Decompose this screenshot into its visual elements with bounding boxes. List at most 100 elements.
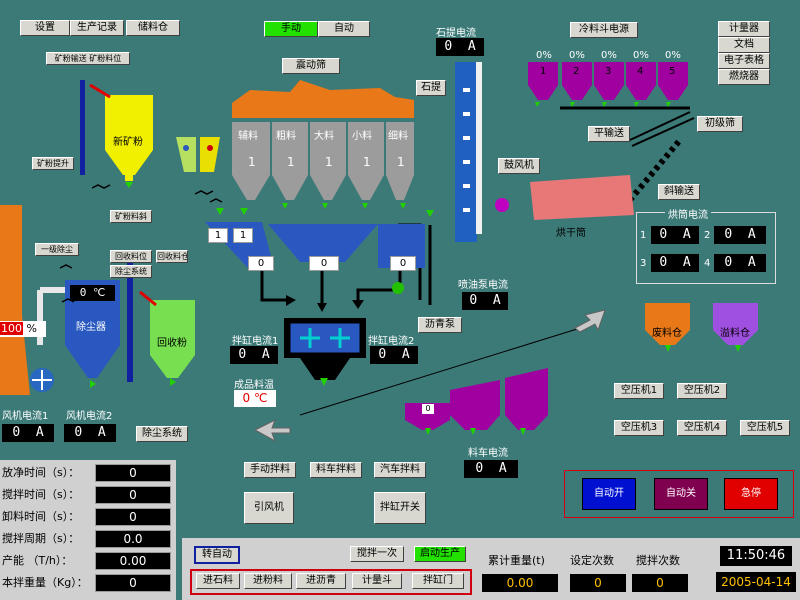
hopper-number: 3 — [605, 66, 612, 77]
bin-label: 辅料 — [238, 131, 258, 142]
unit: A — [35, 425, 44, 440]
emergency-stop-button[interactable]: 急停 — [724, 478, 778, 510]
manual-mode-button[interactable]: 手动 — [264, 21, 318, 37]
mineral-powder-inclined-label[interactable]: 矿粉料斜 — [110, 210, 152, 223]
bin-label: 粗料 — [276, 131, 296, 142]
percent-box: 100 % — [0, 321, 46, 337]
value: 0 — [378, 347, 387, 362]
document-menu-button[interactable]: 文档 — [718, 37, 770, 53]
hopper-number: 1 — [540, 66, 547, 77]
flat-conveyor-button[interactable]: 平输送 — [588, 126, 630, 142]
vibrating-screen-button[interactable]: 震动筛 — [282, 58, 340, 74]
air-compressor-4-button[interactable]: 空压机4 — [677, 420, 727, 436]
induced-fan-button[interactable]: 鼓风机 — [498, 158, 540, 174]
waste-bin-label: 废料仓 — [652, 328, 682, 339]
set-count-label: 设定次数 — [570, 554, 614, 567]
initial-screen-button[interactable]: 初级筛 — [697, 116, 743, 132]
unit: ℃ — [92, 286, 106, 299]
dryer-current-3: 0 A — [651, 254, 699, 272]
start-production-button[interactable]: 启动生产 — [414, 546, 466, 562]
air-compressor-1-button[interactable]: 空压机1 — [614, 383, 664, 399]
unit: A — [401, 347, 410, 362]
production-log-button[interactable]: 生产记录 — [70, 20, 124, 36]
switch-auto-button[interactable]: 转自动 — [194, 546, 240, 564]
recycled-level-label[interactable]: 回收料位 — [110, 250, 152, 263]
air-compressor-2-button[interactable]: 空压机2 — [677, 383, 727, 399]
new-mineral-powder-label: 新矿粉 — [113, 137, 143, 148]
value: 0 — [469, 293, 478, 308]
param-value: 0 — [95, 574, 171, 592]
value: 0 — [79, 286, 87, 299]
cart-mix-button[interactable]: 料车拌料 — [310, 462, 362, 478]
mix-count-value: 0 — [632, 574, 688, 592]
hopper-percent: 0% — [665, 50, 681, 61]
air-compressor-5-button[interactable]: 空压机5 — [740, 420, 790, 436]
meter-hopper-button[interactable]: 计量斗 — [352, 573, 402, 589]
hopper-number: 4 — [637, 66, 644, 77]
mix-once-button[interactable]: 搅拌一次 — [350, 546, 404, 562]
mix-count-label: 搅拌次数 — [636, 554, 680, 567]
hopper-percent: 0% — [536, 50, 552, 61]
stone-elevator-current-label: 石提电流 — [436, 28, 476, 39]
dryer-current-number: 1 — [640, 230, 647, 241]
mixer-current-1: 0 A — [230, 346, 278, 364]
storage-button[interactable]: 储料仓 — [126, 20, 180, 36]
primary-dust-label[interactable]: 一级除尘 — [35, 243, 79, 256]
dust-collector-label: 除尘器 — [76, 322, 106, 333]
param-label: 本拌重量（Kg）： — [2, 576, 88, 589]
mineral-powder-conveyor-label[interactable]: 矿粉输送 矿粉料位 — [46, 52, 130, 65]
asphalt-pump-button[interactable]: 沥青泵 — [418, 317, 462, 333]
hopper-number: 5 — [669, 66, 676, 77]
bin-count: 1 — [287, 155, 295, 169]
dust-system-small-label[interactable]: 除尘系统 — [110, 265, 152, 278]
burner-menu-button[interactable]: 燃烧器 — [718, 69, 770, 85]
spreadsheet-menu-button[interactable]: 电子表格 — [718, 53, 770, 69]
feed-powder-button[interactable]: 进粉料 — [244, 573, 292, 589]
param-value: 0.0 — [95, 530, 171, 548]
auto-on-button[interactable]: 自动开 — [582, 478, 636, 510]
stone-lift-button[interactable]: 石提 — [416, 80, 446, 96]
powder-scale-value: 0 — [309, 256, 339, 271]
clock-date: 2005-04-14 — [716, 572, 796, 592]
auto-control-panel — [564, 470, 794, 518]
label-text: 矿粉输送 — [54, 54, 87, 63]
unit: A — [498, 461, 507, 476]
unit: % — [26, 322, 37, 335]
truck-mix-button[interactable]: 汽车拌料 — [374, 462, 426, 478]
unit: A — [492, 293, 501, 308]
air-compressor-3-button[interactable]: 空压机3 — [614, 420, 664, 436]
auto-mode-button[interactable]: 自动 — [318, 21, 370, 37]
hopper-percent: 0% — [601, 50, 617, 61]
settings-button[interactable]: 设置 — [20, 20, 70, 36]
auto-off-button[interactable]: 自动关 — [654, 478, 708, 510]
mixer-door-switch-button[interactable]: 拌缸开关 — [374, 492, 426, 524]
feed-control-frame — [190, 569, 472, 595]
unit: A — [682, 255, 691, 270]
meter-menu-button[interactable]: 计量器 — [718, 21, 770, 37]
set-count-value: 0 — [570, 574, 626, 592]
manual-mix-button[interactable]: 手动拌料 — [244, 462, 296, 478]
value: 0 — [242, 391, 251, 405]
truck-current: 0 A — [464, 460, 518, 478]
mineral-powder-lift-label[interactable]: 矿粉提升 — [32, 157, 74, 170]
inclined-conveyor-button[interactable]: 斜输送 — [658, 184, 700, 200]
feed-stone-button[interactable]: 进石料 — [196, 573, 240, 589]
feed-asphalt-button[interactable]: 进沥青 — [296, 573, 346, 589]
recycled-powder-label: 回收粉 — [157, 338, 187, 349]
mixer-gate-button[interactable]: 拌缸门 — [412, 573, 464, 589]
clock-time: 11:50:46 — [720, 546, 792, 566]
dryer-current-4: 0 A — [714, 254, 766, 272]
param-label: 产能 （T/h）： — [2, 554, 73, 567]
recycled-bin-label[interactable]: 回收料仓 — [156, 250, 188, 263]
hopper-number: 2 — [573, 66, 580, 77]
param-label: 卸料时间（s）： — [2, 510, 80, 523]
cold-hopper-power-button[interactable]: 冷料斗电源 — [570, 22, 638, 38]
scale-value: 1 — [208, 228, 228, 243]
dust-system-button[interactable]: 除尘系统 — [136, 426, 188, 442]
bin-label: 细料 — [388, 131, 408, 142]
total-weight-value: 0.00 — [482, 574, 558, 592]
stone-elevator-current: 0 A — [436, 38, 484, 56]
param-label: 搅拌周期（s）： — [2, 532, 80, 545]
value: 0 — [659, 255, 668, 270]
induced-fan-control-button[interactable]: 引风机 — [244, 492, 294, 524]
